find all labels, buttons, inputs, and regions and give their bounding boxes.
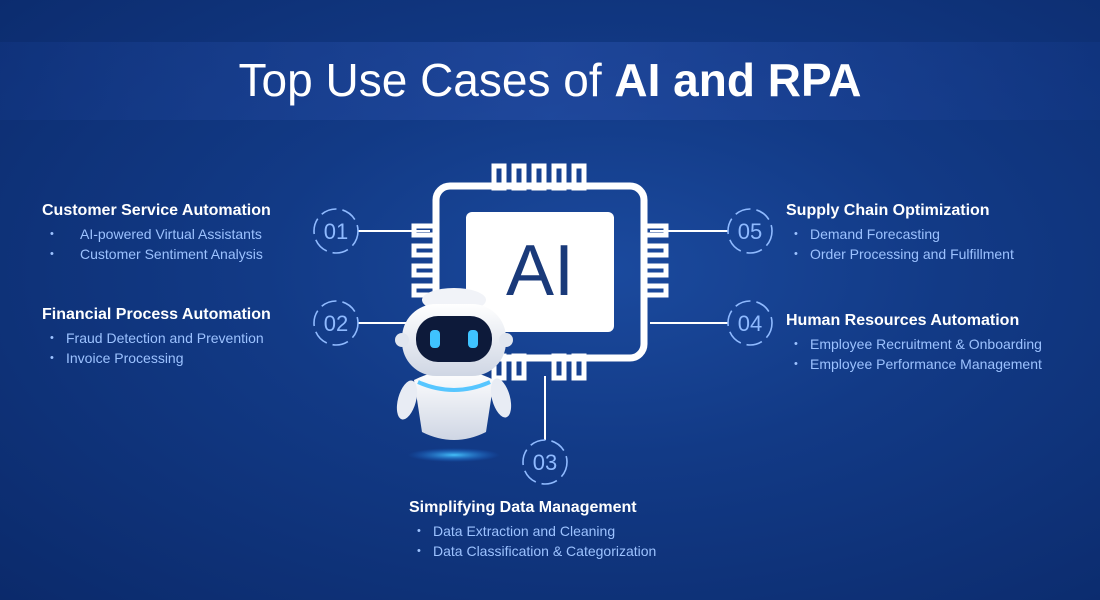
chip-label: AI xyxy=(506,231,574,311)
badge-01: 01 xyxy=(313,208,359,254)
list-item: Data Classification & Categorization xyxy=(409,541,656,561)
list-item: Fraud Detection and Prevention xyxy=(42,328,271,348)
badge-05-number: 05 xyxy=(738,219,762,244)
list-item: AI-powered Virtual Assistants xyxy=(42,224,271,244)
section-financial-process: Financial Process Automation Fraud Detec… xyxy=(42,305,271,368)
badge-02: 02 xyxy=(313,300,359,346)
section-items: AI-powered Virtual Assistants Customer S… xyxy=(42,224,271,264)
section-items: Data Extraction and Cleaning Data Classi… xyxy=(409,521,656,561)
list-item: Invoice Processing xyxy=(42,348,271,368)
list-item: Employee Performance Management xyxy=(786,354,1042,374)
section-human-resources: Human Resources Automation Employee Recr… xyxy=(786,311,1042,374)
page-title: Top Use Cases of AI and RPA xyxy=(0,50,1100,110)
list-item: Order Processing and Fulfillment xyxy=(786,244,1014,264)
list-item: Data Extraction and Cleaning xyxy=(409,521,656,541)
section-items: Fraud Detection and Prevention Invoice P… xyxy=(42,328,271,368)
connector-lines xyxy=(358,230,728,440)
section-supply-chain: Supply Chain Optimization Demand Forecas… xyxy=(786,201,1014,264)
list-item: Customer Sentiment Analysis xyxy=(42,244,271,264)
section-heading: Financial Process Automation xyxy=(42,306,271,323)
section-heading: Supply Chain Optimization xyxy=(786,202,990,219)
title-regular: Top Use Cases of xyxy=(238,54,615,106)
badge-04-number: 04 xyxy=(738,311,762,336)
list-item: Demand Forecasting xyxy=(786,224,1014,244)
robot-icon xyxy=(395,288,513,462)
badge-03-number: 03 xyxy=(533,450,557,475)
badge-01-number: 01 xyxy=(324,219,348,244)
badge-04: 04 xyxy=(727,300,773,346)
title-bold: AI and RPA xyxy=(614,54,862,106)
title-band xyxy=(0,42,1100,120)
section-heading: Customer Service Automation xyxy=(42,202,271,219)
section-items: Employee Recruitment & Onboarding Employ… xyxy=(786,334,1042,374)
section-heading: Human Resources Automation xyxy=(786,312,1020,329)
section-customer-service: Customer Service Automation AI-powered V… xyxy=(42,201,271,264)
ai-chip-icon: AI xyxy=(411,163,669,381)
section-heading: Simplifying Data Management xyxy=(409,499,637,516)
section-data-management: Simplifying Data Management Data Extract… xyxy=(409,498,656,561)
section-items: Demand Forecasting Order Processing and … xyxy=(786,224,1014,264)
badge-02-number: 02 xyxy=(324,311,348,336)
badge-05: 05 xyxy=(727,208,773,254)
badge-03: 03 xyxy=(522,439,568,485)
list-item: Employee Recruitment & Onboarding xyxy=(786,334,1042,354)
